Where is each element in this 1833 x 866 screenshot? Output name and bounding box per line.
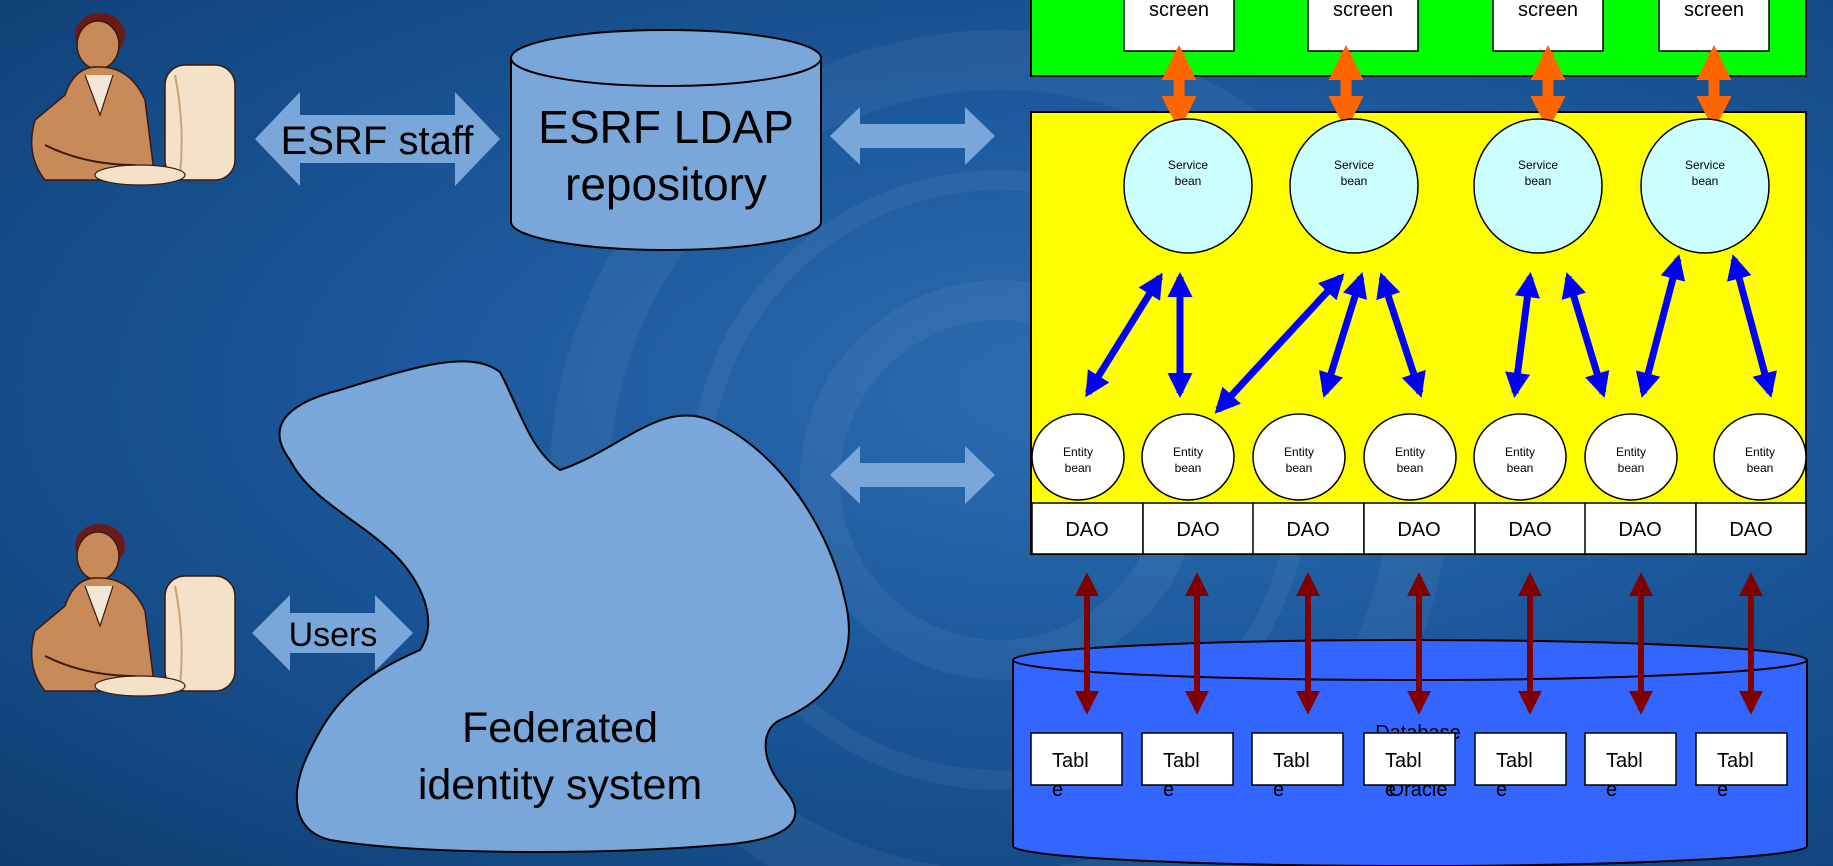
service-bean: Service bean <box>1640 118 1770 254</box>
dao-label: DAO <box>1065 519 1108 541</box>
table-label: Tabl <box>1606 750 1643 772</box>
person-at-computer-icon <box>30 13 236 186</box>
entity-bean: Entity bean <box>1584 413 1678 501</box>
federated-label-line2: identity system <box>418 761 702 809</box>
dao-box: DAO <box>1252 502 1365 555</box>
service-bean-label: Service <box>1685 158 1725 172</box>
dao-label: DAO <box>1508 519 1551 541</box>
entity-bean: Entity bean <box>1473 413 1567 501</box>
dao-label: DAO <box>1397 519 1440 541</box>
federated-label-line1: Federated <box>462 704 658 752</box>
table-label: e <box>1385 779 1396 801</box>
table-label: e <box>1273 779 1284 801</box>
entity-bean-label: Entity <box>1616 445 1646 459</box>
entity-bean-label: Entity <box>1395 445 1425 459</box>
table-label: e <box>1606 779 1617 801</box>
service-entity-arrow <box>1085 272 1163 398</box>
entity-bean-label: bean <box>1507 461 1534 475</box>
dao-box: DAO <box>1142 502 1255 555</box>
table-label: Tabl <box>1385 750 1422 772</box>
table-box: Tabl e <box>1695 732 1788 801</box>
service-entity-arrow <box>1318 272 1368 398</box>
table-label: Tabl <box>1052 750 1089 772</box>
screen-label: screen <box>1684 0 1744 21</box>
screen-box: screen <box>1307 0 1419 52</box>
entity-bean: Entity bean <box>1252 413 1346 501</box>
users-double-arrow <box>252 595 413 671</box>
entity-bean-label: Entity <box>1284 445 1314 459</box>
table-label: e <box>1052 779 1063 801</box>
ldap-label-line2: repository <box>565 158 767 210</box>
entity-bean-label: bean <box>1175 461 1202 475</box>
entity-bean-label: Entity <box>1173 445 1203 459</box>
person-at-computer-icon <box>30 524 236 697</box>
federated-identity-blob <box>278 360 850 853</box>
dao-label: DAO <box>1176 519 1219 541</box>
service-bean: Service bean <box>1473 118 1603 254</box>
table-label: e <box>1717 779 1728 801</box>
screen-box: screen <box>1123 0 1235 52</box>
service-entity-arrow <box>1635 254 1686 398</box>
service-entity-arrow <box>1727 254 1777 398</box>
table-label: e <box>1163 779 1174 801</box>
dao-box: DAO <box>1474 502 1587 555</box>
entity-bean: Entity bean <box>1031 413 1125 501</box>
table-label: Tabl <box>1496 750 1533 772</box>
ldap-repository-cylinder <box>510 29 822 251</box>
table-label: Tabl <box>1717 750 1754 772</box>
service-bean-label: bean <box>1692 174 1719 188</box>
entity-bean-label: bean <box>1397 461 1424 475</box>
entity-bean-label: Entity <box>1063 445 1093 459</box>
entity-bean-label: bean <box>1618 461 1645 475</box>
entity-bean-label: bean <box>1286 461 1313 475</box>
entity-bean: Entity bean <box>1141 413 1235 501</box>
service-bean: Service bean <box>1123 118 1253 254</box>
screen-label: screen <box>1149 0 1209 21</box>
table-box: Tabl e <box>1584 732 1677 801</box>
service-bean-label: Service <box>1334 158 1374 172</box>
ldap-label-line1: ESRF LDAP <box>538 101 794 153</box>
dao-box: DAO <box>1363 502 1476 555</box>
screen-box: screen <box>1492 0 1604 52</box>
table-label: e <box>1496 779 1507 801</box>
service-entity-arrow <box>1561 272 1610 398</box>
dao-box: DAO <box>1031 502 1144 555</box>
entity-bean-label: bean <box>1747 461 1774 475</box>
table-box: Tabl e <box>1141 732 1234 801</box>
service-bean-label: bean <box>1525 174 1552 188</box>
table-label: Tabl <box>1273 750 1310 772</box>
dao-label: DAO <box>1618 519 1661 541</box>
service-bean-label: Service <box>1168 158 1208 172</box>
ldap-to-service-arrow <box>830 107 995 165</box>
service-bean-label: Service <box>1518 158 1558 172</box>
service-bean: Service bean <box>1289 118 1419 254</box>
entity-bean: Entity bean <box>1713 413 1807 501</box>
federated-to-service-arrow <box>830 446 995 504</box>
dao-box: DAO <box>1584 502 1697 555</box>
table-box: Tabl e <box>1030 732 1123 801</box>
service-entity-arrow <box>1505 272 1540 398</box>
table-label: Tabl <box>1163 750 1200 772</box>
service-bean-label: bean <box>1175 174 1202 188</box>
service-bean-label: bean <box>1341 174 1368 188</box>
service-entity-arrow <box>1376 272 1426 398</box>
entity-bean-label: Entity <box>1505 445 1535 459</box>
table-box: Tabl e <box>1363 732 1456 801</box>
users-label: Users <box>289 616 378 654</box>
screen-label: screen <box>1518 0 1578 21</box>
screen-label: screen <box>1333 0 1393 21</box>
table-box: Tabl e <box>1474 732 1567 801</box>
staff-label: ESRF staff <box>281 119 475 163</box>
entity-bean-label: Entity <box>1745 445 1775 459</box>
dao-label: DAO <box>1729 519 1772 541</box>
table-box: Tabl e <box>1251 732 1344 801</box>
entity-bean: Entity bean <box>1363 413 1457 501</box>
staff-double-arrow <box>255 92 500 186</box>
dao-box: DAO <box>1695 502 1807 555</box>
screen-box: screen <box>1658 0 1770 52</box>
entity-bean-label: bean <box>1065 461 1092 475</box>
dao-label: DAO <box>1286 519 1329 541</box>
